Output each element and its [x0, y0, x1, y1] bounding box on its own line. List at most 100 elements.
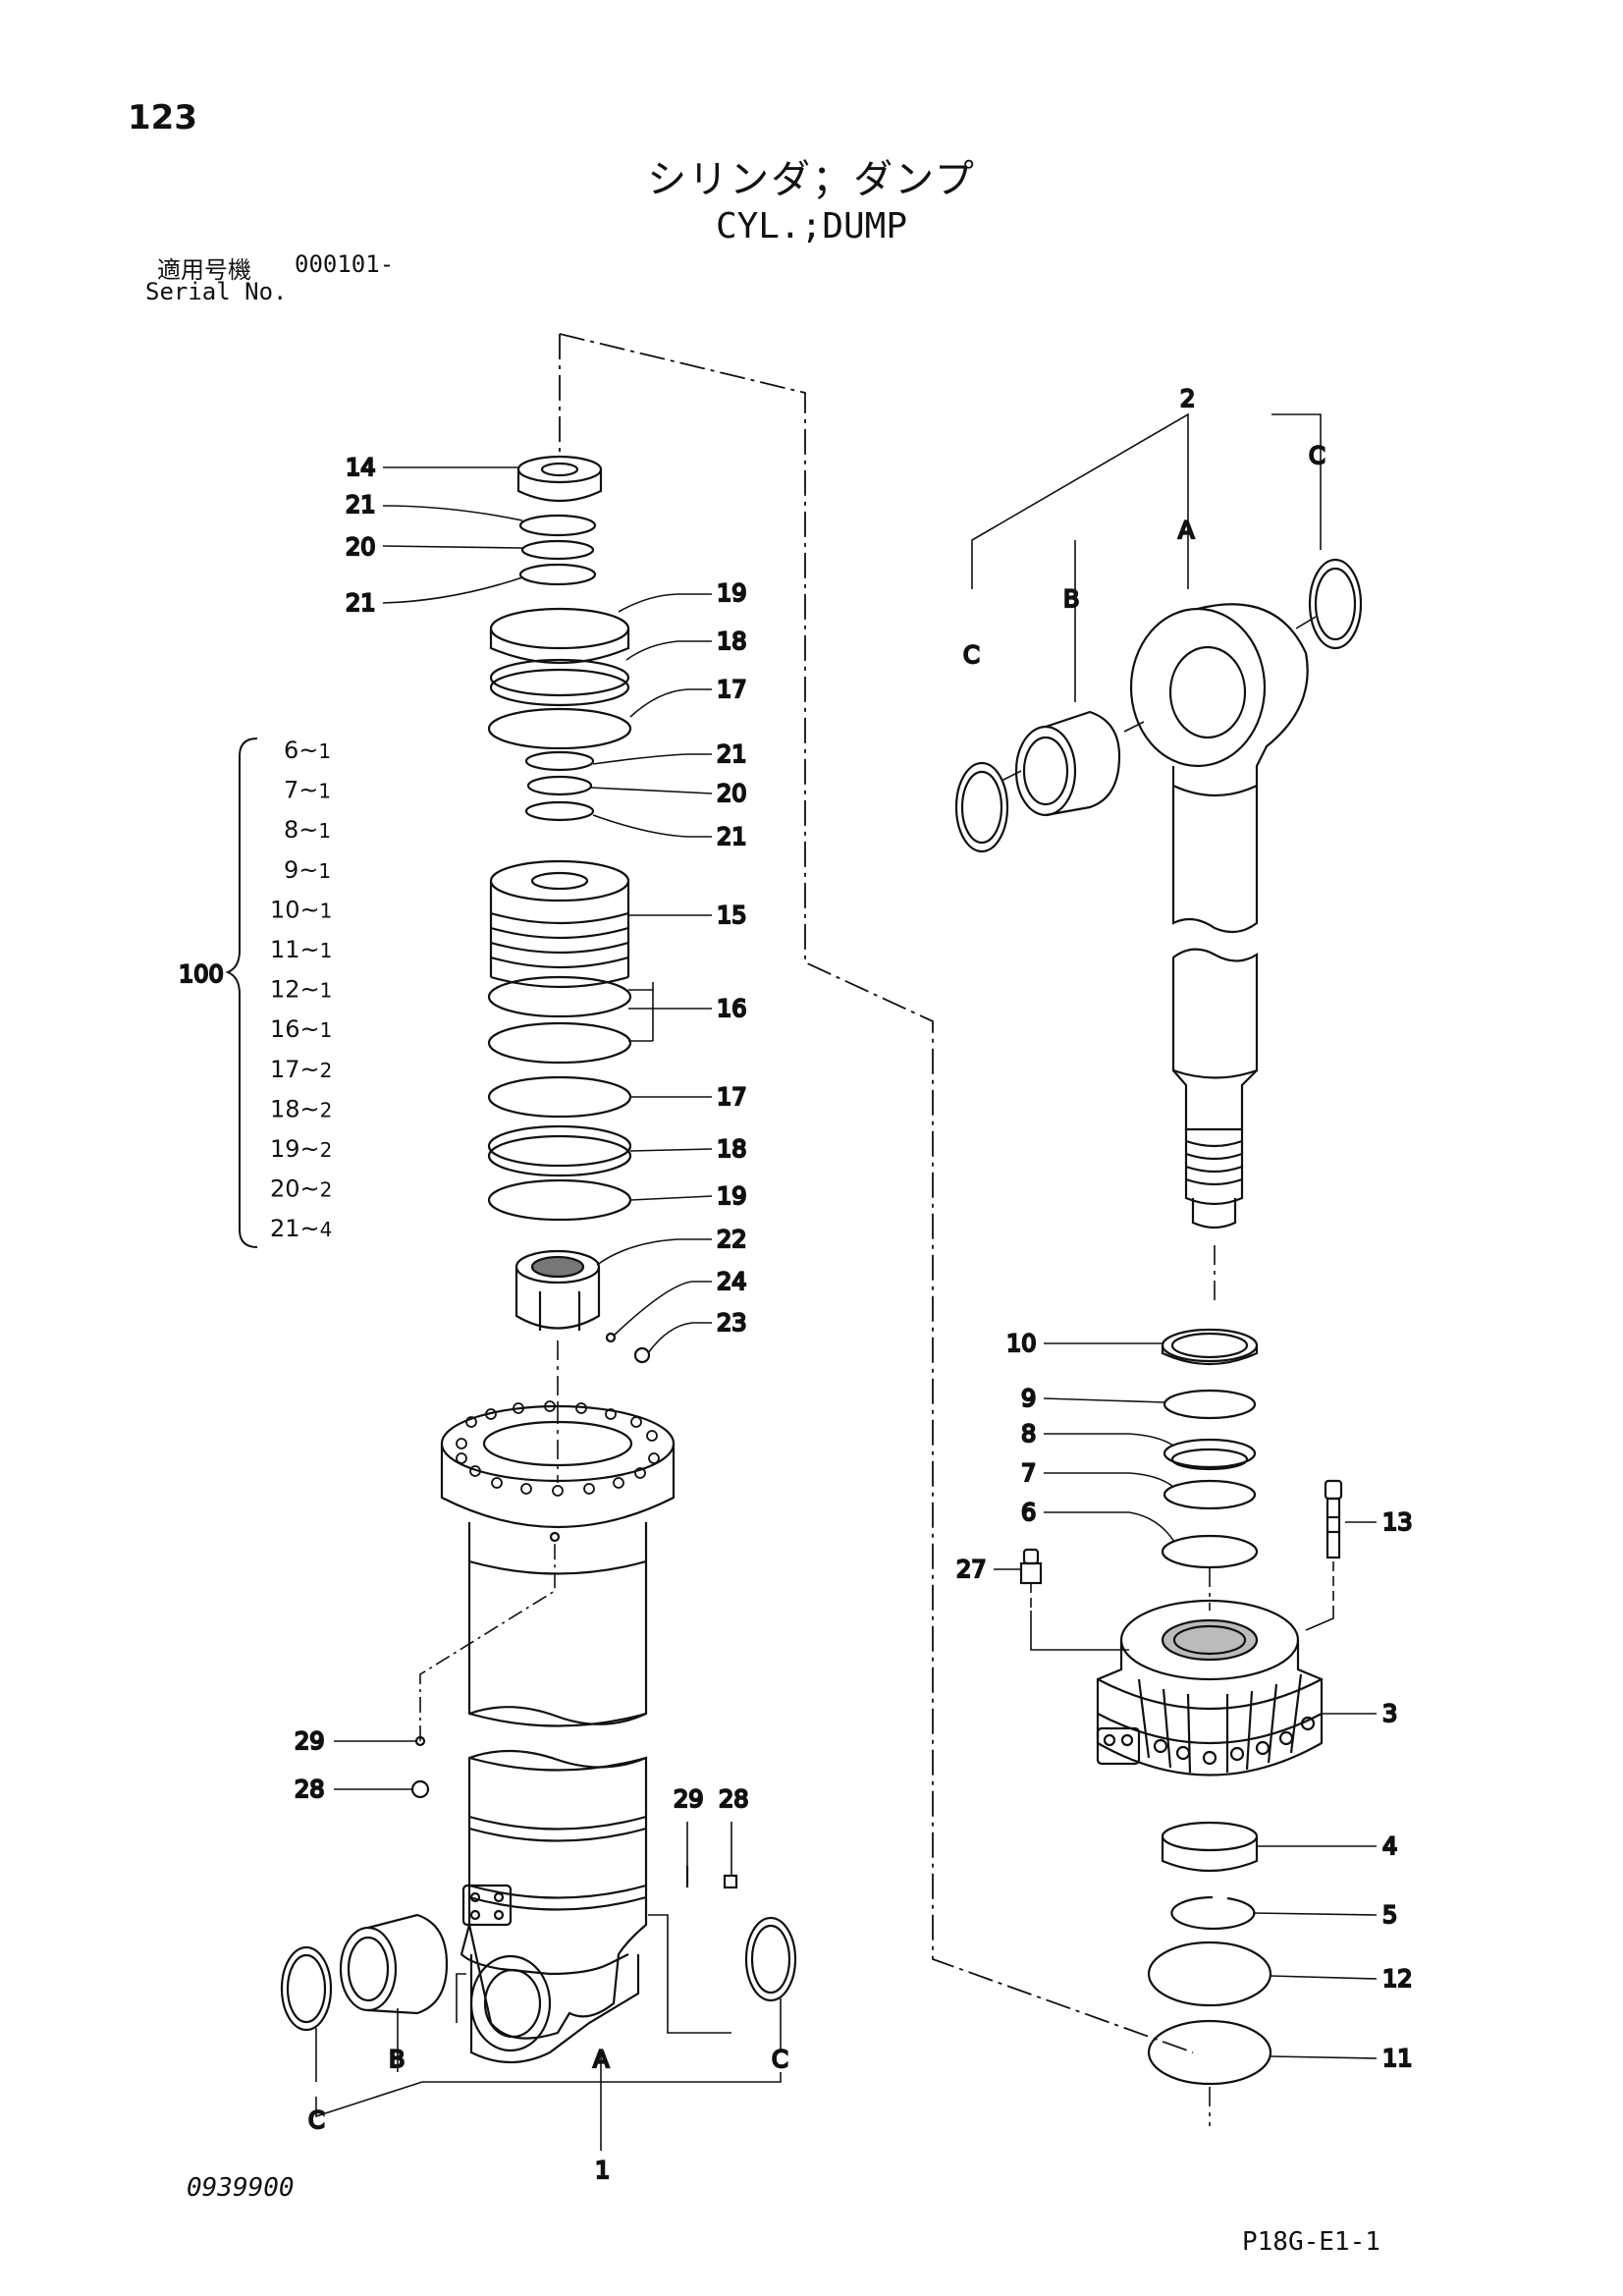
kit-item-part: 9 [284, 856, 298, 884]
part-28-plug-left [410, 1779, 430, 1799]
part-19-18-17-rings [487, 607, 632, 750]
callout-14: 14 [346, 454, 376, 481]
part-20-ring [520, 539, 595, 561]
callout-23: 23 [717, 1309, 747, 1337]
kit-item-sep: ~ [300, 1015, 320, 1043]
part-bushing-right [1014, 710, 1121, 817]
kit-item-part: 21 [270, 1215, 300, 1242]
title-japanese: シリンダ；ダンプ [647, 157, 976, 202]
callout-6: 6 [1021, 1499, 1036, 1526]
part-19-ring [487, 1178, 632, 1222]
part-4-bushing [1161, 1821, 1259, 1873]
part-23-screw [633, 1346, 651, 1364]
callout-11: 11 [1382, 2045, 1413, 2072]
document-code: 0939900 [187, 2173, 295, 2203]
part-15-piston [489, 859, 630, 989]
part-11-ring [1147, 2019, 1272, 2086]
kit-item-sep: ~ [300, 896, 320, 923]
callout-1: 1 [595, 2157, 610, 2184]
callout-B-left: B [389, 2046, 405, 2073]
part-21-ring [524, 750, 595, 772]
callout-21: 21 [717, 740, 747, 768]
part-27-fitting [1019, 1548, 1043, 1611]
kit-item-qty: 1 [318, 780, 331, 803]
piston-rod [1171, 948, 1259, 1306]
callout-12: 12 [1382, 1965, 1413, 1993]
kit-item: 7~1 [284, 777, 331, 804]
part-9-ring [1163, 1389, 1257, 1420]
kit-item-qty: 1 [318, 859, 331, 883]
kit-item: 16~1 [270, 1015, 332, 1043]
kit-item: 12~1 [270, 976, 332, 1004]
kit-item-part: 19 [270, 1135, 300, 1163]
kit-item: 19~2 [270, 1135, 332, 1163]
flange-bolt-holes [456, 1400, 660, 1497]
callout-C-rod-left: C [963, 641, 980, 669]
callout-28: 28 [295, 1776, 325, 1803]
callout-B-right: B [1063, 585, 1079, 613]
kit-item-qty: 1 [320, 1018, 333, 1042]
kit-item: 6~1 [284, 737, 331, 764]
kit-item: 9~1 [284, 856, 331, 884]
part-3-cylinder-head [1096, 1599, 1324, 1777]
kit-item-qty: 1 [320, 899, 333, 922]
cylinder-tube-lower [460, 1749, 648, 2040]
assembly-link-line [559, 333, 1194, 2053]
kit-item: 8~1 [284, 816, 331, 844]
part-8-ring [1163, 1438, 1257, 1471]
part-28-plug [723, 1874, 738, 1889]
callout-18: 18 [717, 628, 747, 655]
part-16-ring [487, 1021, 632, 1065]
part-seal-rod-left [954, 761, 1009, 853]
kit-item-part: 20 [270, 1175, 300, 1203]
kit-brace [225, 738, 258, 1248]
callout-24: 24 [717, 1268, 747, 1295]
part-seal-rod-right [1308, 558, 1363, 650]
kit-item-part: 16 [270, 1015, 300, 1043]
kit-number: 100 [179, 960, 224, 988]
part-7-ring [1163, 1479, 1257, 1510]
callout-2: 2 [1180, 385, 1195, 412]
kit-item-qty: 2 [320, 1138, 333, 1162]
kit-item-sep: ~ [300, 936, 320, 963]
kit-item-qty: 1 [320, 979, 333, 1003]
part-2-rod-eye [1129, 603, 1309, 934]
part-5-snap-ring [1170, 1895, 1256, 1931]
part-bushing-left [339, 1913, 449, 2015]
part-10-ring [1161, 1328, 1259, 1366]
serial-value: 000101- [295, 250, 395, 278]
callout-20: 20 [346, 533, 376, 561]
callout-13: 13 [1382, 1508, 1413, 1536]
kit-item-part: 8 [284, 816, 298, 844]
kit-item-qty: 1 [318, 819, 331, 843]
callout-3: 3 [1382, 1700, 1397, 1727]
callout-A-left: A [593, 2046, 610, 2073]
part-24-ball [605, 1332, 617, 1343]
part-12-ring [1147, 1941, 1272, 2007]
callout-C-right-lower: C [772, 2046, 788, 2073]
callout-21: 21 [346, 589, 376, 617]
kit-item-qty: 2 [320, 1098, 333, 1121]
kit-item-part: 12 [270, 976, 300, 1004]
callout-29: 29 [674, 1785, 704, 1813]
kit-item-sep: ~ [300, 976, 320, 1004]
page-number: 123 [128, 98, 197, 137]
kit-item-sep: ~ [298, 777, 318, 804]
part-seal-left [280, 1945, 333, 2032]
kit-item: 18~2 [270, 1095, 332, 1122]
serial-label-japanese: 適用号機 [157, 256, 251, 284]
callout-C-left: C [308, 2106, 325, 2134]
callout-7: 7 [1021, 1459, 1036, 1487]
kit-parts-list: 6~17~18~19~110~111~112~116~117~218~219~2… [270, 737, 332, 1242]
callout-20: 20 [717, 780, 747, 807]
callout-16: 16 [717, 995, 747, 1022]
kit-item-sep: ~ [300, 1135, 320, 1163]
kit-item-sep: ~ [300, 1095, 320, 1122]
kit-item-sep: ~ [298, 856, 318, 884]
part-6-ring [1161, 1534, 1259, 1569]
serial-label-english: Serial No. [145, 278, 288, 305]
part-22-nut [514, 1249, 601, 1331]
kit-item-part: 18 [270, 1095, 300, 1122]
kit-item-qty: 1 [320, 939, 333, 962]
